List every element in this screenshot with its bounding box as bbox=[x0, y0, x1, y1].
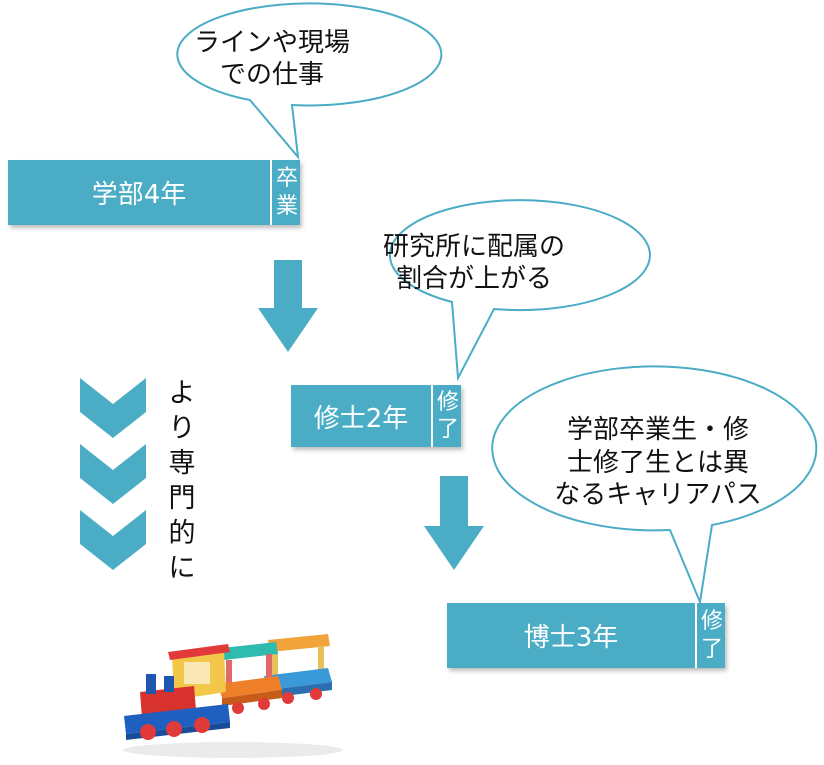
bubble-3-line-1: 学部卒業生・修 bbox=[566, 415, 749, 446]
bubble-1-line-1: ラインや現場 bbox=[193, 27, 350, 58]
speech-bubble-2 bbox=[388, 199, 651, 382]
stage-end-char: 修 bbox=[436, 389, 459, 415]
chevron-down-icon bbox=[80, 510, 146, 570]
bubble-2-text: 研究所に配属の 割合が上がる bbox=[344, 228, 604, 298]
stage-bar-undergrad: 学部4年 卒 業 bbox=[8, 160, 300, 225]
side-note-char: 的 bbox=[168, 518, 196, 550]
bubble-3-line-3: なるキャリアパス bbox=[554, 480, 762, 511]
stage-end-char: 了 bbox=[700, 636, 723, 662]
bubble-1-line-2: での仕事 bbox=[219, 60, 324, 90]
side-note-char: り bbox=[168, 413, 196, 445]
stage-label-doctor: 博士3年 bbox=[523, 623, 619, 653]
side-note-char: 門 bbox=[168, 483, 196, 515]
chevron-down-icon bbox=[80, 444, 146, 504]
stage-end-char: 卒 bbox=[275, 166, 298, 191]
toy-train-icon bbox=[123, 634, 343, 758]
bubble-3-text: 学部卒業生・修 士修了生とは異 なるキャリアパス bbox=[500, 408, 816, 518]
speech-bubble-1 bbox=[176, 2, 443, 161]
bubble-1-text: ラインや現場 での仕事 bbox=[140, 24, 404, 94]
side-note-char: 専 bbox=[168, 448, 196, 480]
speech-bubble-3 bbox=[491, 365, 818, 606]
side-note-char: に bbox=[168, 553, 196, 585]
chevron-stack bbox=[80, 378, 146, 570]
bubble-3-line-2: 士修了生とは異 bbox=[566, 447, 749, 478]
stage-label-undergrad: 学部4年 bbox=[91, 180, 187, 210]
stage-end-char: 了 bbox=[436, 417, 459, 442]
stage-label-master: 修士2年 bbox=[313, 403, 409, 434]
stage-end-doctor: 修 了 bbox=[695, 603, 727, 668]
stage-bar-master: 修士2年 修 了 bbox=[291, 385, 461, 447]
side-note-vertical: よ り 専 門 的 に bbox=[162, 376, 202, 587]
down-arrow-icon bbox=[258, 260, 318, 352]
down-arrow-icon bbox=[424, 476, 484, 570]
stage-end-undergrad: 卒 業 bbox=[270, 160, 302, 225]
bubble-2-line-2: 割合が上がる bbox=[395, 264, 552, 294]
stage-end-char: 修 bbox=[700, 609, 723, 634]
bubble-2-line-1: 研究所に配属の bbox=[382, 231, 565, 262]
stage-end-master: 修 了 bbox=[431, 385, 463, 447]
stage-bar-doctor: 博士3年 修 了 bbox=[447, 603, 725, 668]
chevron-down-icon bbox=[80, 378, 146, 438]
side-note-char: よ bbox=[168, 378, 196, 409]
stage-end-char: 業 bbox=[275, 193, 298, 219]
